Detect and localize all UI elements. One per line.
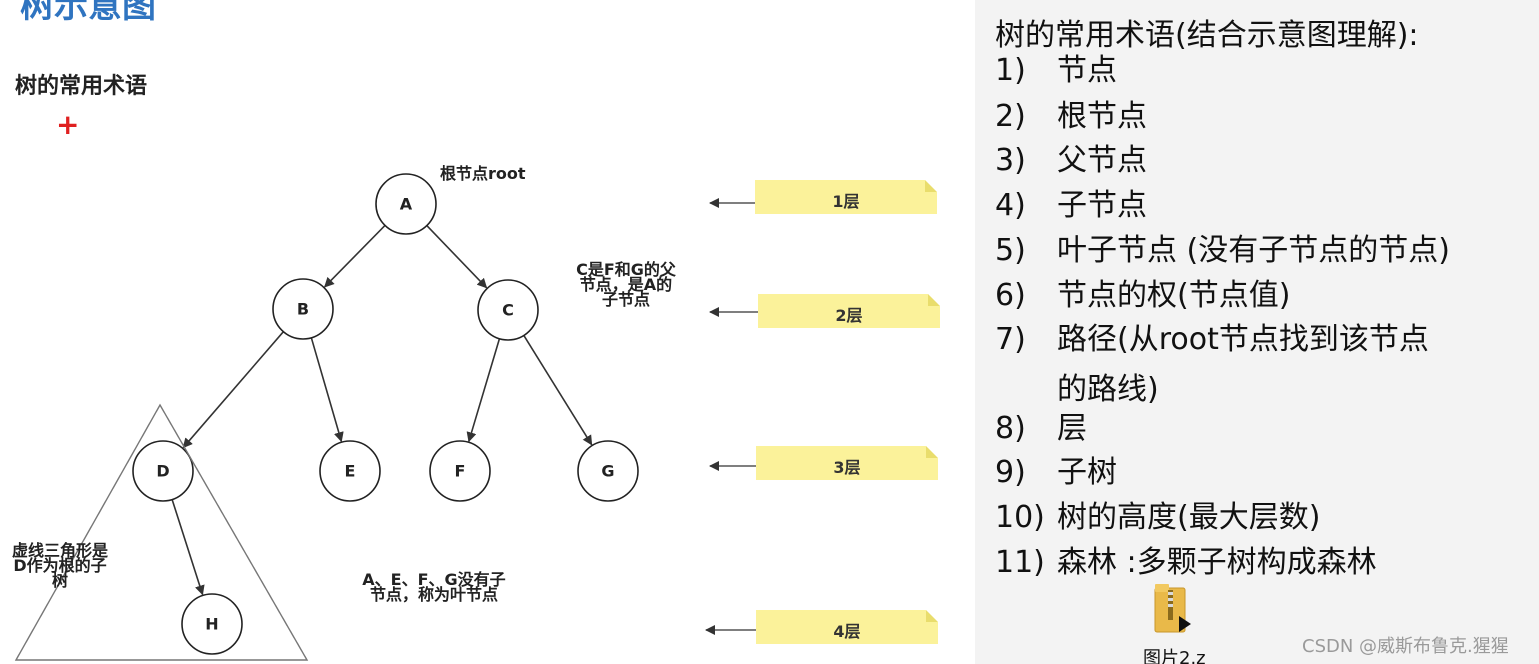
term-number: 11) <box>995 545 1045 580</box>
plus-icon: + <box>56 108 80 141</box>
leaf-annotation: A、E、F、G没有子 节点，称为叶节点 <box>336 570 532 604</box>
level-label: 1层 <box>832 192 860 211</box>
leaf-annotation-line: A、E、F、G没有子 <box>362 570 506 589</box>
node-label: B <box>297 300 309 319</box>
node-label: E <box>345 462 356 481</box>
node-A: A <box>375 173 437 235</box>
node-circle <box>181 593 243 655</box>
term-item: 2) 根节点 <box>995 98 1147 136</box>
term-item: 10) 树的高度(最大层数) <box>995 499 1320 537</box>
node-circle <box>319 440 381 502</box>
level-note-2: 2层 <box>758 294 940 328</box>
parent-annotation-line: 子节点 <box>601 290 650 309</box>
node-circle <box>477 279 539 341</box>
term-item: 5) 叶子节点 (没有子节点的节点) <box>995 232 1450 270</box>
term-item: 4) 子节点 <box>995 187 1147 225</box>
node-G: G <box>577 440 639 502</box>
node-B: B <box>272 278 334 340</box>
term-number: 8) <box>995 411 1026 446</box>
level-arrows <box>705 198 808 635</box>
edge-A-B <box>324 224 386 288</box>
tree-diagram: A B C D E F G H <box>14 173 808 661</box>
term-text: 节点 <box>1057 53 1117 88</box>
level-label: 4层 <box>833 622 861 641</box>
subtree-annotation-line: D作为根的子 <box>13 556 107 575</box>
term-number: 2) <box>995 99 1026 134</box>
parent-annotation-line: 节点，是A的 <box>579 275 673 294</box>
subtree-annotation-line: 虚线三角形是 <box>11 541 108 560</box>
term-text: 路径(从root节点找到该节点 <box>1057 322 1429 357</box>
terms-panel-title: 树的常用术语(结合示意图理解): <box>995 18 1419 53</box>
level-note-4: 4层 <box>756 610 938 644</box>
folder-zip-icon[interactable] <box>1153 582 1193 634</box>
term-text: 树的高度(最大层数) <box>1057 500 1321 535</box>
node-H: H <box>181 593 243 655</box>
level-note-1: 1层 <box>755 180 937 214</box>
edges-layer <box>171 224 593 596</box>
nodes-layer: A B C D E F G H <box>132 173 639 655</box>
term-item: 3) 父节点 <box>995 142 1147 180</box>
node-label: F <box>455 462 466 481</box>
term-number: 9) <box>995 455 1026 490</box>
edge-D-H <box>171 499 205 596</box>
term-number: 10) <box>995 500 1045 535</box>
diagram-panel: 树示意图 树的常用术语 + A B C D E F G H 根节点root C是F和G的父 节… <box>0 0 940 661</box>
edge-C-F <box>466 338 501 443</box>
term-text: 子树 <box>1057 455 1117 490</box>
node-label: D <box>156 462 169 481</box>
term-text: 森林 :多颗子树构成森林 <box>1057 545 1377 580</box>
node-F: F <box>429 440 491 502</box>
term-number: 6) <box>995 278 1026 313</box>
edge-C-G <box>523 335 593 446</box>
term-number: 3) <box>995 143 1026 178</box>
term-text: 节点的权(节点值) <box>1057 278 1291 313</box>
subtree-triangle <box>14 403 309 661</box>
subtree-annotation: 虚线三角形是 D作为根的子 树 <box>0 541 126 590</box>
term-number: 1) <box>995 53 1026 88</box>
level-label: 3层 <box>833 458 861 477</box>
term-text: 根节点 <box>1057 99 1147 134</box>
node-label: H <box>205 615 218 634</box>
term-text-continuation: 的路线) <box>1057 372 1159 407</box>
term-item: 7) 路径(从root节点找到该节点 <box>995 321 1429 359</box>
edge-A-C <box>426 225 488 289</box>
node-label: A <box>400 195 413 214</box>
level-note-3: 3层 <box>756 446 938 480</box>
term-text: 叶子节点 (没有子节点的节点) <box>1057 233 1450 268</box>
slide-heading: 树示意图 <box>20 0 156 26</box>
parent-annotation: C是F和G的父 节点，是A的 子节点 <box>560 260 692 309</box>
node-label: G <box>601 462 614 481</box>
node-label: C <box>502 301 514 320</box>
term-item: 6) 节点的权(节点值) <box>995 277 1290 315</box>
term-item: 9) 子树 <box>995 454 1117 492</box>
node-circle <box>272 278 334 340</box>
subtree-annotation-line: 树 <box>51 571 68 590</box>
edge-B-E <box>310 337 344 443</box>
term-item: 1) 节点 <box>995 52 1117 90</box>
term-number: 4) <box>995 188 1026 223</box>
term-text: 子节点 <box>1057 188 1147 223</box>
node-circle <box>429 440 491 502</box>
node-D: D <box>132 440 194 502</box>
term-text: 层 <box>1057 411 1087 446</box>
term-item: 8) 层 <box>995 410 1087 448</box>
node-circle <box>577 440 639 502</box>
folder-label[interactable]: 图片2.z <box>1143 648 1206 664</box>
node-E: E <box>319 440 381 502</box>
term-number: 7) <box>995 322 1026 357</box>
root-annotation: 根节点root <box>440 164 526 183</box>
term-text: 父节点 <box>1057 143 1147 178</box>
node-circle <box>132 440 194 502</box>
watermark: CSDN @威斯布鲁克.猩猩 <box>1302 636 1509 657</box>
edge-B-D <box>182 331 284 449</box>
level-label: 2层 <box>835 306 863 325</box>
leaf-annotation-line: 节点，称为叶节点 <box>369 585 498 604</box>
term-item: 11) 森林 :多颗子树构成森林 <box>995 544 1377 582</box>
node-circle <box>375 173 437 235</box>
term-number: 5) <box>995 233 1026 268</box>
node-C: C <box>477 279 539 341</box>
terms-title: 树的常用术语 <box>15 74 148 99</box>
parent-annotation-line: C是F和G的父 <box>576 260 676 279</box>
terms-panel: 树的常用术语(结合示意图理解): 1)节点 2)根节点 3)父节点 4)子节点 … <box>975 0 1539 664</box>
